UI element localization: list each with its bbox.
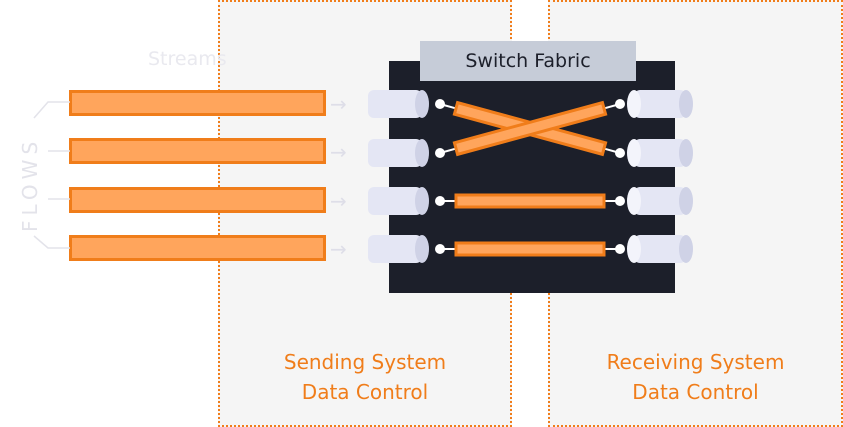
- flow-bar-1: [69, 90, 326, 116]
- sending-label-line1: Sending System: [283, 350, 447, 374]
- flow-connector-4: [33, 235, 70, 249]
- flow-arrow-icon: →: [330, 237, 347, 261]
- receiving-label-line1: Receiving System: [606, 350, 785, 374]
- flow-bar-2: [69, 138, 326, 164]
- flow-arrow-icon: →: [330, 189, 347, 213]
- flow-arrow-icon: →: [330, 140, 347, 164]
- streams-label: Streams: [148, 48, 227, 70]
- receiving-system-panel: Receiving System Data Control: [548, 0, 843, 427]
- sending-system-label: Sending System Data Control: [220, 347, 510, 407]
- flows-label: FLOWS: [18, 136, 42, 232]
- flow-bar-3: [69, 187, 326, 213]
- flow-connector-1: [33, 101, 70, 119]
- receiving-system-label: Receiving System Data Control: [550, 347, 841, 407]
- flow-bar-4: [69, 235, 326, 261]
- switch-fabric: [389, 61, 675, 293]
- sending-label-line2: Data Control: [301, 380, 429, 404]
- switch-fabric-title: Switch Fabric: [420, 41, 636, 81]
- flow-arrow-icon: →: [330, 92, 347, 116]
- receiving-label-line2: Data Control: [632, 380, 759, 404]
